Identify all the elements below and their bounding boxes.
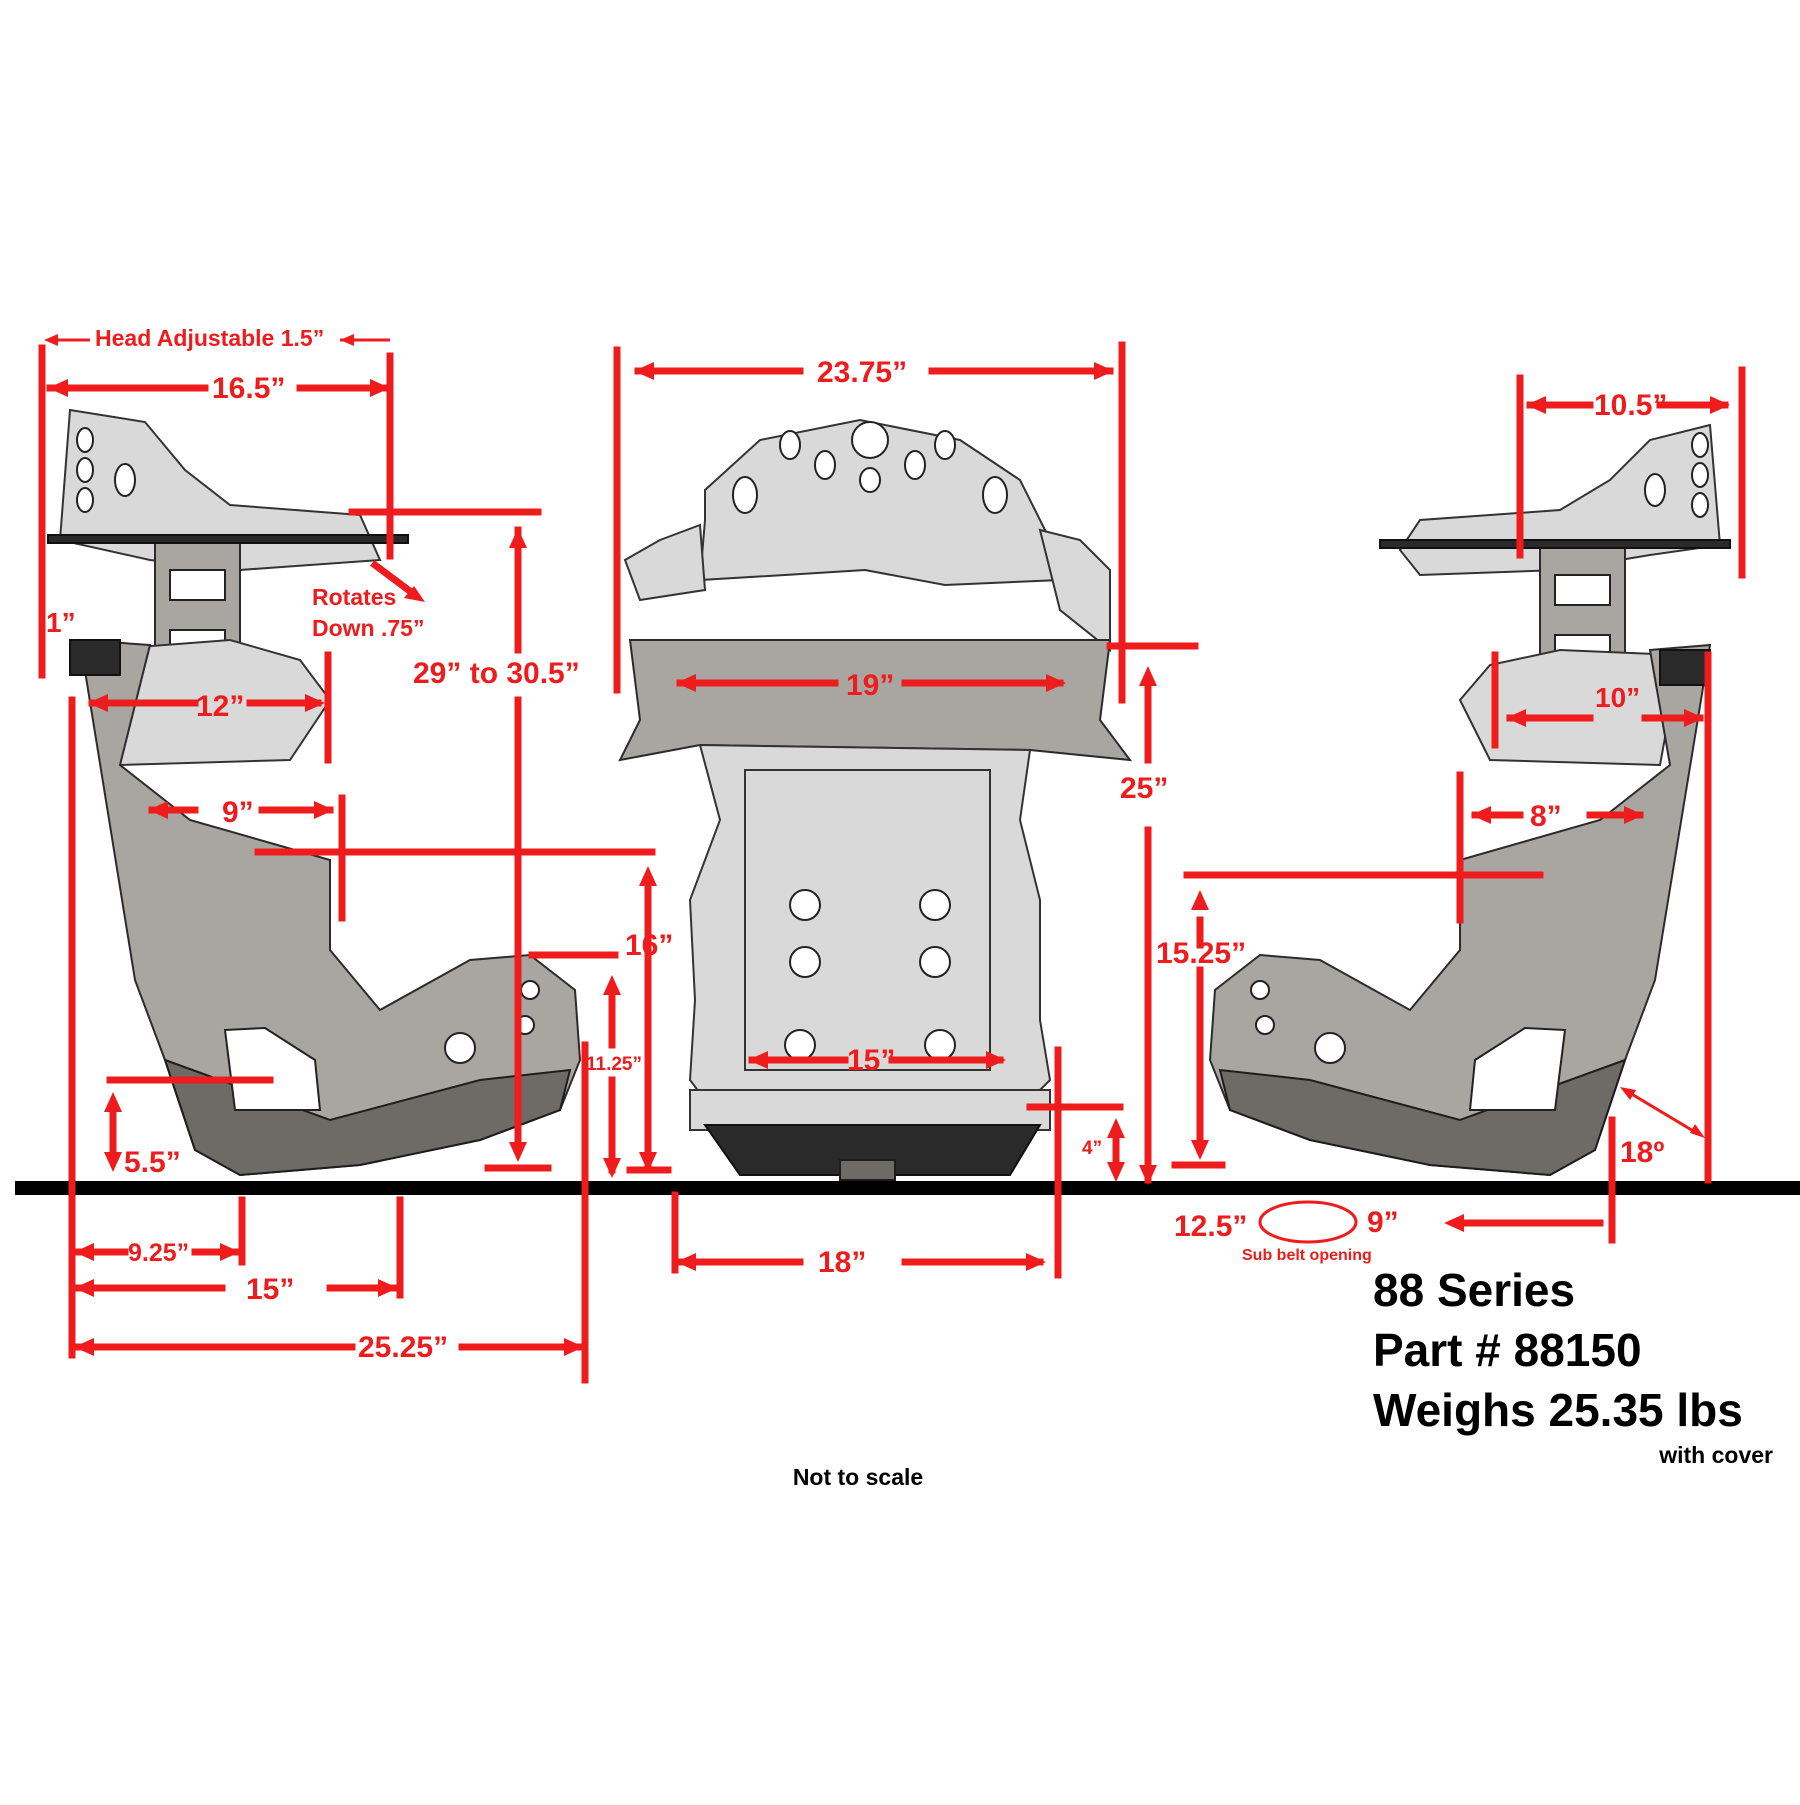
label-15-bottom: 15” (246, 1273, 294, 1306)
label-18: 18” (818, 1246, 866, 1279)
label-rotates: Rotates (312, 584, 396, 610)
left-head-rail (47, 534, 409, 544)
label-5-5: 5.5” (124, 1146, 181, 1179)
right-seat-bottom (1218, 1058, 1627, 1177)
label-18-degrees: 18º (1620, 1136, 1664, 1169)
weight-note: with cover (1658, 1442, 1773, 1468)
label-down: Down .75” (312, 615, 424, 641)
right-head-plate (1398, 423, 1722, 577)
label-19: 19” (846, 669, 894, 702)
right-shoulder-wing (1458, 648, 1682, 767)
label-25: 25” (1120, 772, 1168, 805)
label-10: 10” (1595, 682, 1640, 713)
part-number: Part # 88150 (1373, 1324, 1642, 1376)
label-9-right: 9” (1367, 1206, 1399, 1239)
label-16-5: 16.5” (212, 372, 285, 405)
label-10-5: 10.5” (1594, 389, 1667, 422)
label-16: 16” (625, 929, 673, 962)
label-23-75: 23.75” (817, 356, 907, 389)
right-side-view-seat (1208, 423, 1731, 1177)
dimension-lines (38, 334, 1746, 1384)
label-1: 1” (46, 607, 76, 638)
right-belt-slot (1659, 649, 1711, 686)
label-4: 4” (1082, 1138, 1102, 1159)
series-name: 88 Series (1373, 1264, 1575, 1316)
label-12-5: 12.5” (1174, 1210, 1247, 1243)
front-seat-bottom (703, 1124, 1042, 1176)
label-11-25: 11.25” (586, 1054, 642, 1075)
label-25-25: 25.25” (358, 1331, 448, 1364)
scale-note: Not to scale (793, 1464, 923, 1490)
label-9: 9” (222, 796, 254, 829)
label-sub-belt-opening: Sub belt opening (1242, 1247, 1372, 1264)
front-back-inner (744, 769, 991, 1071)
label-head-adjustable: Head Adjustable 1.5” (95, 325, 324, 351)
label-29-to-30-5: 29” to 30.5” (413, 657, 580, 690)
product-info: 88 Series Part # 88150 Weighs 25.35 lbs … (793, 1264, 1773, 1490)
dimension-labels: Head Adjustable 1.5” 16.5” 1” Rotates Do… (46, 325, 1667, 1364)
front-sub-belt (839, 1159, 896, 1181)
front-view-seat (618, 418, 1133, 1181)
left-side-view-seat (47, 408, 582, 1177)
right-head-rail (1379, 539, 1731, 549)
front-head-wings (623, 523, 1111, 653)
label-9-25: 9.25” (128, 1239, 189, 1267)
label-8: 8” (1530, 800, 1562, 833)
label-15-25: 15.25” (1156, 937, 1246, 970)
label-15-hip: 15” (847, 1044, 895, 1077)
left-belt-slot (69, 639, 121, 676)
label-12: 12” (196, 690, 244, 723)
seat-weight: Weighs 25.35 lbs (1373, 1384, 1743, 1436)
